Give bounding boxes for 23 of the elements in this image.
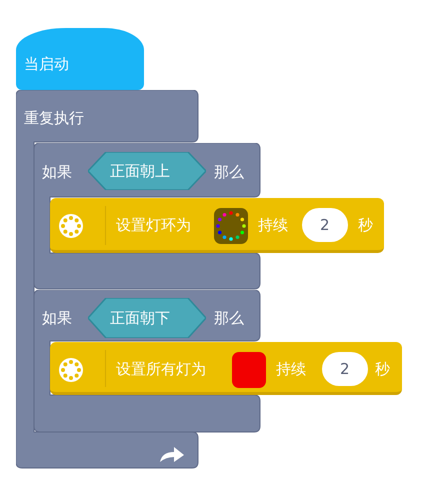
block-label: 如果 [42,308,72,328]
block-label: 秒 [358,215,373,235]
block-label: 当启动 [24,54,69,74]
block-label: 那么 [214,162,244,182]
number-field [302,208,348,242]
block-label: 持续 [276,359,306,379]
block-label: 那么 [214,308,244,328]
field-value: 2 [340,359,350,379]
block-label: 重复执行 [24,108,84,128]
block-label: 设置所有灯为 [116,359,206,379]
condition-label: 正面朝上 [110,161,170,181]
number-field [322,352,368,386]
set-light-ring-block [50,198,384,253]
event-hat-block [16,28,144,90]
block-label: 设置灯环为 [116,215,191,235]
condition-block [88,298,206,338]
condition-block [88,152,206,190]
block-label: 持续 [258,215,288,235]
set-all-lights-block [50,342,402,395]
block-label: 如果 [42,162,72,182]
field-value: 2 [320,215,330,235]
condition-label: 正面朝下 [110,308,170,328]
block-label: 秒 [375,359,390,379]
